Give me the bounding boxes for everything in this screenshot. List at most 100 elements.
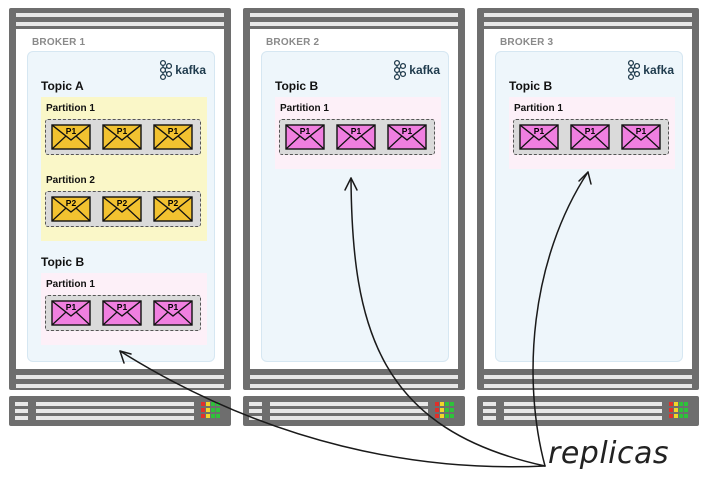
- replica-arrow: [532, 171, 589, 467]
- message-envelope: P1: [387, 124, 427, 150]
- kafka-logo: kafka: [626, 59, 674, 81]
- kafka-logo-text: kafka: [643, 63, 674, 77]
- base-handle: [483, 416, 496, 420]
- status-led-icon: [679, 408, 683, 412]
- message-envelope: P1: [51, 124, 91, 150]
- status-led-icon: [201, 408, 205, 412]
- envelope-icon: [153, 124, 193, 150]
- status-led-icon: [435, 408, 439, 412]
- base-handle: [15, 409, 28, 413]
- status-led-icon: [674, 408, 678, 412]
- base-handle: [249, 402, 262, 406]
- server-rail: [16, 13, 224, 17]
- message-envelope: P1: [285, 124, 325, 150]
- base-handle: [249, 416, 262, 420]
- envelope-icon: [153, 300, 193, 326]
- status-led-icon: [445, 408, 449, 412]
- status-led-icon: [440, 402, 444, 406]
- message-envelope: P1: [519, 124, 559, 150]
- topic-partitions: Partition 1 P1 P1 P1: [275, 97, 441, 169]
- partition-label: Partition 1: [46, 103, 95, 114]
- status-led-icon: [684, 402, 688, 406]
- status-led-icon: [435, 414, 439, 418]
- server-base-unit: [9, 396, 231, 426]
- message-envelope: P1: [102, 124, 142, 150]
- message-envelope: P2: [102, 196, 142, 222]
- message-label: P2: [167, 198, 179, 208]
- kafka-logo-icon: [628, 59, 641, 81]
- partition-label: Partition 2: [46, 175, 95, 186]
- message-envelope: P1: [336, 124, 376, 150]
- envelope-icon: [102, 124, 142, 150]
- message-label: P1: [116, 126, 128, 136]
- base-handle: [483, 402, 496, 406]
- message-envelope: P2: [51, 196, 91, 222]
- topic-title: Topic B: [41, 255, 85, 269]
- message-label: P2: [65, 198, 77, 208]
- base-vent: [270, 416, 428, 420]
- status-led-icon: [211, 408, 215, 412]
- status-led-icon: [435, 402, 439, 406]
- server-rail: [484, 384, 692, 388]
- kafka-logo: kafka: [392, 59, 440, 81]
- envelope-icon: [336, 124, 376, 150]
- status-led-icon: [211, 414, 215, 418]
- envelope-icon: [387, 124, 427, 150]
- arrowhead-icon: [344, 177, 358, 191]
- kafka-logo: kafka: [158, 59, 206, 81]
- server-base-unit: [477, 396, 699, 426]
- broker-label: BROKER 2: [266, 37, 320, 48]
- message-envelope: P1: [570, 124, 610, 150]
- kafka-logo-icon: [160, 59, 173, 81]
- status-led-icon: [684, 414, 688, 418]
- partition-label: Partition 1: [280, 103, 329, 114]
- status-led-icon: [216, 408, 220, 412]
- message-label: P1: [167, 126, 179, 136]
- envelope-icon: [51, 300, 91, 326]
- message-envelope: P1: [51, 300, 91, 326]
- status-led-icon: [450, 414, 454, 418]
- server-rail: [16, 384, 224, 388]
- status-led-icon: [450, 408, 454, 412]
- base-vent: [270, 402, 428, 406]
- message-envelope: P1: [102, 300, 142, 326]
- status-led-icon: [206, 408, 210, 412]
- status-led-icon: [669, 408, 673, 412]
- message-label: P1: [65, 302, 77, 312]
- status-led-icon: [445, 402, 449, 406]
- status-led-icon: [450, 402, 454, 406]
- envelope-icon: [519, 124, 559, 150]
- message-label: P1: [167, 302, 179, 312]
- envelope-icon: [102, 196, 142, 222]
- server-rail: [484, 13, 692, 17]
- message-label: P2: [116, 198, 128, 208]
- envelope-icon: [570, 124, 610, 150]
- message-label: P1: [65, 126, 77, 136]
- message-label: P1: [116, 302, 128, 312]
- replica-arrow: [119, 350, 546, 468]
- partition-messages: P1 P1 P1: [45, 295, 201, 331]
- message-label: P1: [584, 126, 596, 136]
- base-handle: [15, 416, 28, 420]
- replica-arrow: [350, 177, 546, 467]
- status-led-icon: [201, 402, 205, 406]
- status-led-icon: [440, 414, 444, 418]
- envelope-icon: [153, 196, 193, 222]
- partition-messages: P1 P1 P1: [279, 119, 435, 155]
- server-rail: [16, 375, 224, 379]
- server-rail: [484, 22, 692, 26]
- server-rail: [250, 384, 458, 388]
- status-led-icon: [669, 414, 673, 418]
- partition-label: Partition 1: [46, 279, 95, 290]
- topic-partitions: Partition 1 P1 P1 P1: [41, 273, 207, 345]
- kafka-logo-icon: [394, 59, 407, 81]
- status-led-icon: [211, 402, 215, 406]
- server-rail: [16, 22, 224, 26]
